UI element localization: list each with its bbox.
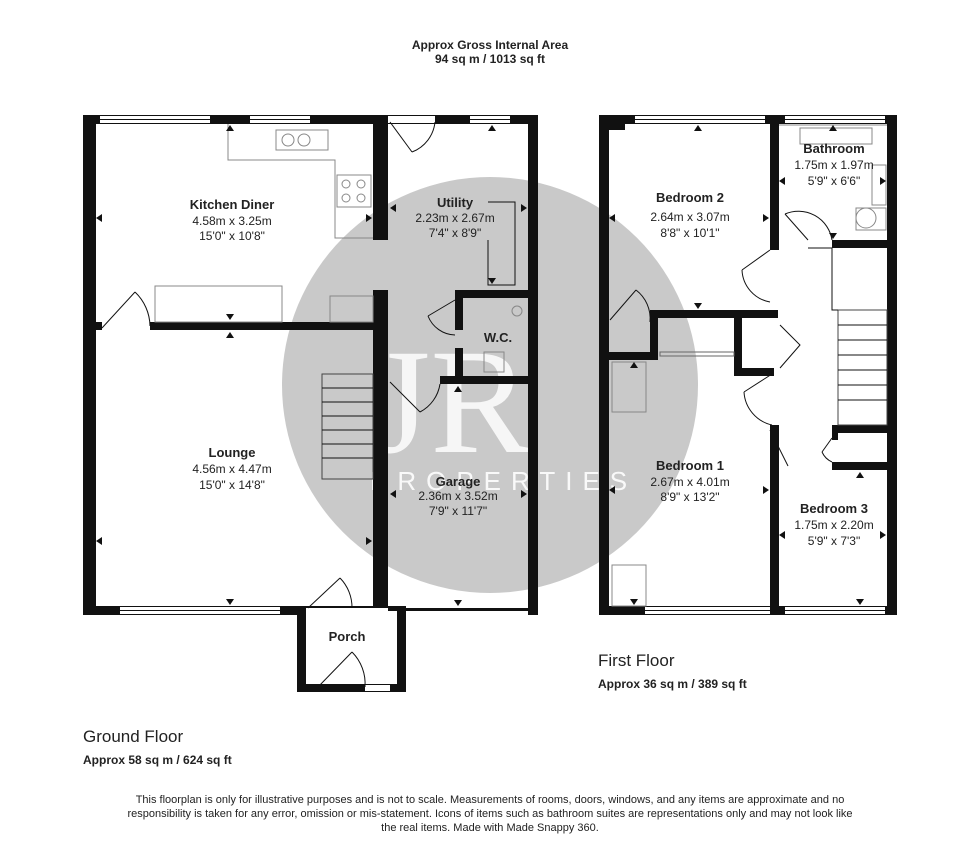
room-utility-name: Utility	[437, 195, 474, 210]
room-wc-name: W.C.	[484, 330, 512, 345]
watermark-letters: JR	[372, 319, 530, 485]
first-floor-arrows	[609, 125, 886, 605]
room-kitchen-metric: 4.58m x 3.25m	[192, 214, 271, 228]
room-lounge-name: Lounge	[209, 445, 256, 460]
room-kitchen-imperial: 15'0" x 10'8"	[199, 229, 265, 243]
room-bedroom3-imperial: 5'9" x 7'3"	[808, 534, 860, 548]
room-garage-name: Garage	[436, 474, 481, 489]
room-bedroom2-imperial: 8'8" x 10'1"	[660, 226, 719, 240]
room-bathroom-imperial: 5'9" x 6'6"	[808, 174, 860, 188]
ground-floor-label: Ground Floor	[83, 727, 184, 746]
ground-floor-fixtures	[101, 121, 523, 688]
room-bedroom3-metric: 1.75m x 2.20m	[794, 518, 873, 532]
area-title: Approx Gross Internal Area	[411, 38, 569, 52]
ground-floor-area: Approx 58 sq m / 624 sq ft	[83, 753, 232, 767]
watermark-text: PROPERTIES	[370, 466, 637, 496]
disclaimer-text: This floorplan is only for illustrative …	[127, 794, 853, 834]
ground-floor-plan	[83, 115, 538, 692]
room-porch-name: Porch	[329, 629, 366, 644]
room-lounge-metric: 4.56m x 4.47m	[192, 462, 271, 476]
first-floor-plan	[599, 115, 897, 615]
first-floor-fixtures	[609, 125, 887, 607]
room-bedroom1-name: Bedroom 1	[656, 458, 724, 473]
room-bedroom3-name: Bedroom 3	[800, 501, 868, 516]
watermark-logo: JR PROPERTIES	[282, 177, 698, 593]
ground-floor-arrows	[96, 125, 527, 606]
room-utility-imperial: 7'4" x 8'9"	[429, 226, 481, 240]
room-garage-metric: 2.36m x 3.52m	[418, 489, 497, 503]
room-bedroom1-metric: 2.67m x 4.01m	[650, 475, 729, 489]
room-lounge-imperial: 15'0" x 14'8"	[199, 478, 265, 492]
room-bathroom-metric: 1.75m x 1.97m	[794, 158, 873, 172]
room-bathroom-name: Bathroom	[803, 141, 864, 156]
area-total: 94 sq m / 1013 sq ft	[434, 52, 546, 66]
room-bedroom2-metric: 2.64m x 3.07m	[650, 210, 729, 224]
room-labels: Kitchen Diner 4.58m x 3.25m 15'0" x 10'8…	[190, 141, 874, 644]
first-floor-area: Approx 36 sq m / 389 sq ft	[598, 677, 747, 691]
room-bedroom2-name: Bedroom 2	[656, 190, 724, 205]
first-floor-label: First Floor	[598, 651, 675, 670]
room-bedroom1-imperial: 8'9" x 13'2"	[660, 490, 719, 504]
room-utility-metric: 2.23m x 2.67m	[415, 211, 494, 225]
room-kitchen-name: Kitchen Diner	[190, 197, 275, 212]
room-garage-imperial: 7'9" x 11'7"	[429, 504, 487, 518]
